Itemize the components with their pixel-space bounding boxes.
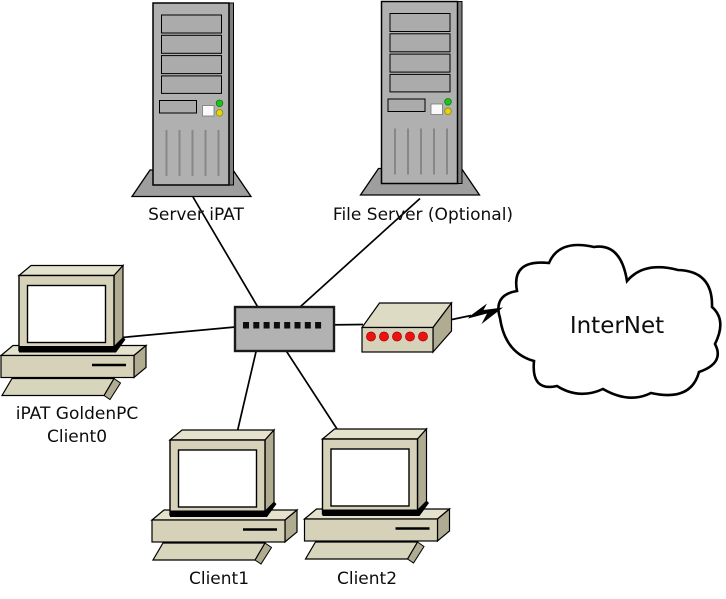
switch-icon: [233, 305, 336, 353]
file-server-label: File Server (Optional): [332, 205, 514, 225]
cable-fileserver-to-switch: [278, 197, 421, 327]
cable-serveripat-to-switch: [192, 196, 270, 327]
goldenpc-label: iPAT GoldenPC Client0: [16, 403, 138, 448]
server-ipat-icon: [131, 2, 252, 198]
switch-body: [233, 305, 336, 353]
client2-label: Client2: [336, 569, 398, 589]
internet-cloud: [497, 243, 722, 399]
goldenpc-label-line1: iPAT GoldenPC: [15, 404, 139, 424]
file-server-icon: [359, 0, 481, 196]
internet-label: InterNet: [569, 313, 665, 339]
cable-goldenpc-to-switch: [121, 325, 247, 339]
lightning-bolt-icon: [468, 303, 503, 324]
goldenpc-label-line2: Client0: [46, 426, 108, 447]
router-leds: [366, 331, 428, 342]
cable-router-to-bolt: [451, 314, 472, 321]
client2-icon: [303, 427, 451, 565]
client1-label: Client1: [188, 569, 250, 589]
router-icon: [360, 301, 453, 354]
goldenpc-icon: [0, 264, 148, 401]
server-ipat-label: Server iPAT: [148, 205, 244, 225]
switch-ports: [243, 322, 322, 329]
client1-icon: [150, 428, 299, 566]
